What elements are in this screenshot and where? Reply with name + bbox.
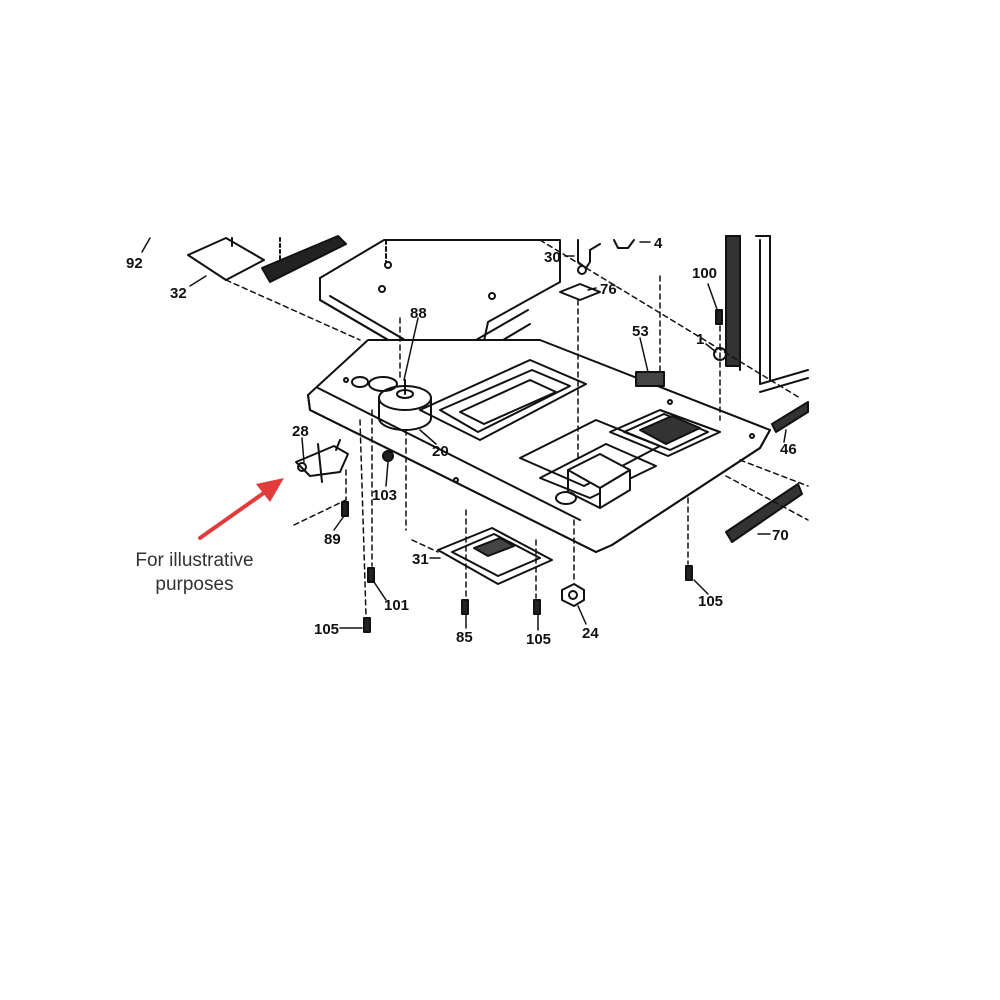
callout-28: 28 xyxy=(292,423,309,440)
callout-105-middle: 105 xyxy=(526,631,551,648)
nut-24 xyxy=(561,583,585,607)
screws xyxy=(341,309,727,633)
callout-89: 89 xyxy=(324,531,341,548)
callout-88: 88 xyxy=(410,305,427,322)
illustrative-caption: For illustrative purposes xyxy=(112,549,277,597)
callout-4: 4 xyxy=(654,235,663,252)
callout-101: 101 xyxy=(384,597,409,614)
callout-76: 76 xyxy=(600,281,617,298)
base-plate xyxy=(307,339,771,553)
callout-46: 46 xyxy=(780,441,797,458)
cover-plate-32 xyxy=(187,237,265,281)
callout-20: 20 xyxy=(432,443,449,460)
callout-100: 100 xyxy=(692,265,717,282)
vent-strip-left xyxy=(261,235,347,283)
turntable-motor-20 xyxy=(368,376,432,431)
red-arrow-icon xyxy=(198,478,284,540)
callout-labels: 92 32 30 4 76 88 53 100 1 46 28 20 103 8… xyxy=(126,235,797,648)
assembly-lines xyxy=(225,239,809,617)
callout-53: 53 xyxy=(632,323,649,340)
caption-line-1: For illustrative xyxy=(135,550,254,571)
vent-strip-46 xyxy=(771,401,809,433)
callout-24: 24 xyxy=(582,625,599,642)
connector-53 xyxy=(635,371,665,387)
leader-lines xyxy=(141,237,787,631)
label-plate-76 xyxy=(559,283,601,301)
callout-70: 70 xyxy=(772,527,789,544)
exploded-view-drawing xyxy=(141,235,809,633)
cover-plate-31 xyxy=(437,527,553,585)
door-frame xyxy=(725,235,809,393)
callout-103: 103 xyxy=(372,487,397,504)
fitting-4 xyxy=(613,239,635,249)
callout-1: 1 xyxy=(696,331,704,348)
callout-85: 85 xyxy=(456,629,473,646)
callout-32: 32 xyxy=(170,285,187,302)
callout-105-right: 105 xyxy=(698,593,723,610)
callout-31: 31 xyxy=(412,551,429,568)
caption-line-2: purposes xyxy=(155,574,234,595)
bracket-28 xyxy=(295,439,349,483)
callout-92: 92 xyxy=(126,255,143,272)
callout-105-left: 105 xyxy=(314,621,339,638)
vent-strip-70 xyxy=(725,483,803,543)
callout-30: 30 xyxy=(544,249,561,266)
